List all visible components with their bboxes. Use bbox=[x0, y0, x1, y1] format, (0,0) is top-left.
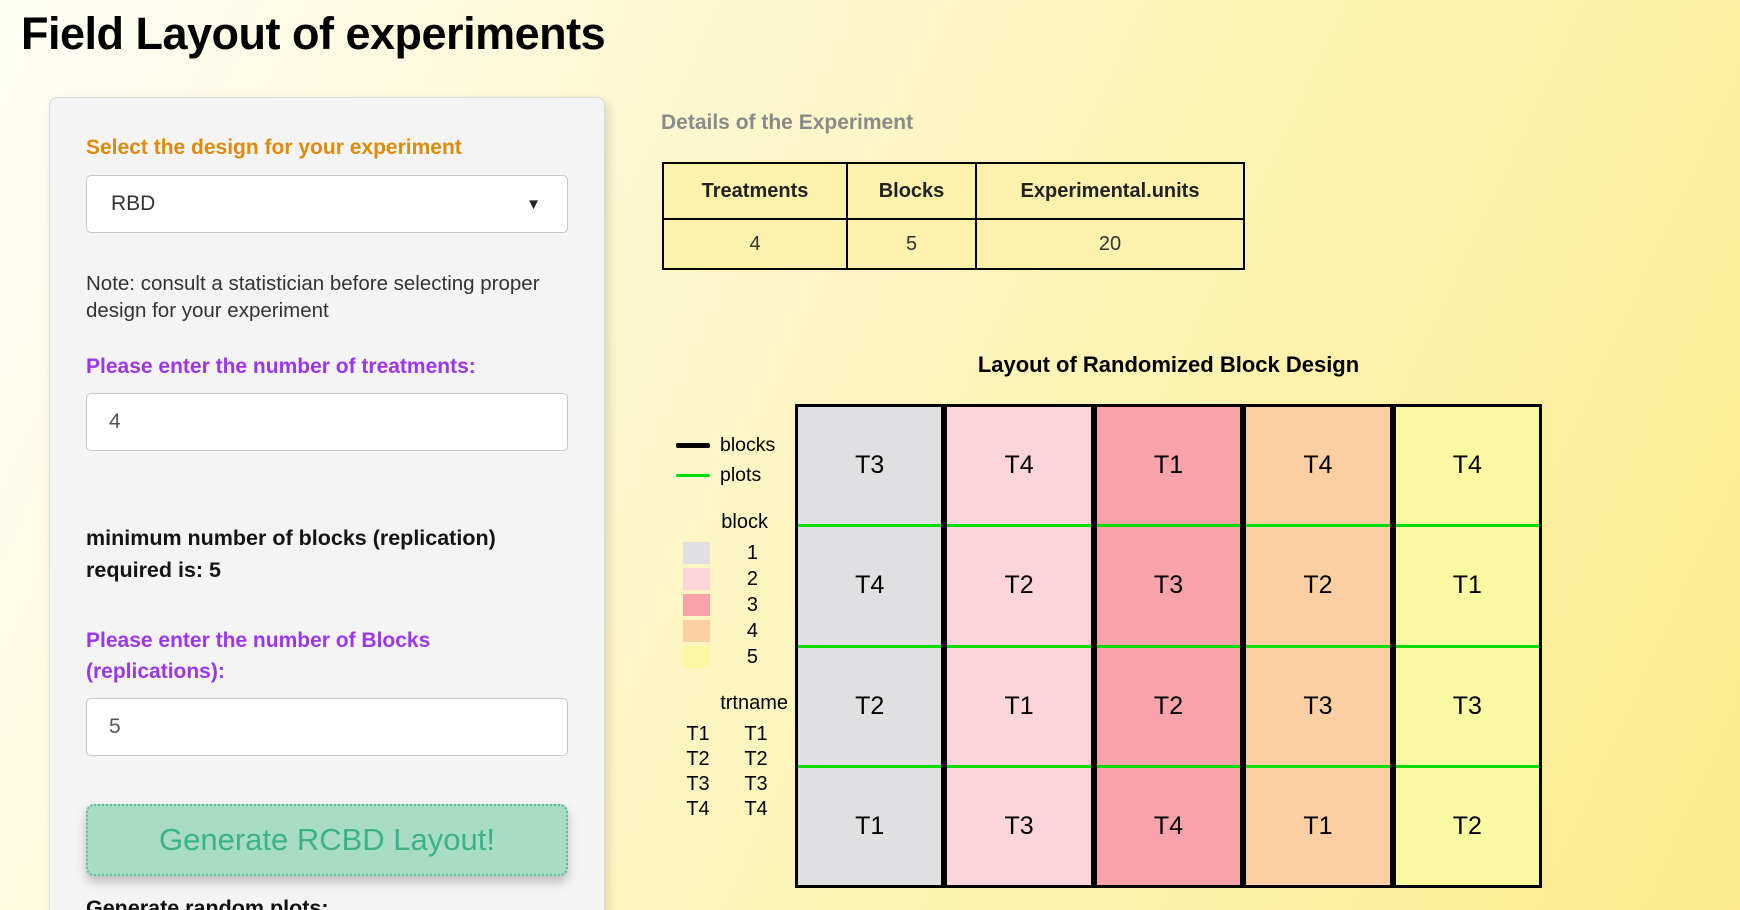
block-legend-item: 5 bbox=[683, 644, 773, 670]
plot-cell: T2 bbox=[1246, 524, 1390, 644]
plot-cell: T3 bbox=[855, 451, 885, 480]
block-column-1: T3 T4 T2 T1 bbox=[798, 407, 942, 885]
block-column-3: T1 T3 T2 T4 bbox=[1090, 407, 1241, 885]
treatments-input[interactable] bbox=[86, 392, 568, 451]
plot-cell: T1 bbox=[1395, 524, 1540, 644]
blocks-line-icon bbox=[676, 443, 710, 448]
col-header-treatments: Treatments bbox=[662, 162, 848, 220]
plot-cell: T4 bbox=[1004, 451, 1034, 480]
plot-cell: T4 bbox=[798, 524, 942, 644]
block-legend-number: 4 bbox=[746, 619, 758, 642]
block-2-swatch bbox=[683, 568, 710, 590]
trt-code: T4 bbox=[686, 798, 710, 820]
sidebar-panel: Select the design for your experiment RB… bbox=[49, 97, 605, 910]
chevron-down-icon: ▼ bbox=[526, 195, 541, 213]
treatments-label: Please enter the number of treatments: bbox=[86, 355, 476, 379]
plot-cell: T2 bbox=[798, 644, 942, 765]
trt-code: T1 bbox=[686, 723, 710, 745]
block-legend-item: 2 bbox=[683, 566, 773, 592]
rcbd-layout-grid: T3 T4 T2 T1 T4 T2 T1 T3 T1 T3 T2 T4 T4 T… bbox=[795, 404, 1542, 888]
trt-code: T3 bbox=[686, 773, 710, 795]
col-header-experimental-units: Experimental.units bbox=[975, 162, 1245, 220]
experimental-units-value-cell: 20 bbox=[975, 218, 1245, 270]
table-header-row: Treatments Blocks Experimental.units bbox=[662, 162, 1245, 220]
statistician-note: Note: consult a statistician before sele… bbox=[86, 272, 540, 322]
legend-item-blocks: blocks bbox=[676, 434, 775, 457]
block-legend-number: 5 bbox=[746, 645, 758, 668]
plot-cell: T3 bbox=[947, 764, 1091, 885]
blocks-input[interactable] bbox=[86, 698, 568, 757]
trt-name: T4 bbox=[744, 798, 768, 820]
block-legend-title: block bbox=[721, 511, 768, 533]
col-header-blocks: Blocks bbox=[846, 162, 977, 220]
block-legend-item: 1 bbox=[683, 540, 773, 566]
plot-cell: T1 bbox=[947, 644, 1091, 765]
plot-cell: T1 bbox=[1153, 451, 1184, 480]
trt-code: T2 bbox=[686, 748, 710, 770]
trtname-legend-title: trtname bbox=[720, 692, 788, 714]
block-5-swatch bbox=[683, 646, 710, 668]
plot-title: Layout of Randomized Block Design bbox=[977, 352, 1360, 377]
trtname-row: T2 T2 bbox=[676, 748, 788, 773]
treatments-value-cell: 4 bbox=[662, 218, 848, 270]
min-blocks-text: minimum number of blocks (replication) r… bbox=[86, 525, 496, 582]
block-1-swatch bbox=[683, 542, 710, 564]
trt-name: T1 bbox=[744, 723, 768, 745]
plot-cell: T4 bbox=[1096, 764, 1241, 885]
block-legend-item: 3 bbox=[683, 592, 773, 618]
trtname-row: T3 T3 bbox=[676, 773, 788, 798]
block-legend-number: 3 bbox=[746, 593, 758, 616]
plot-cell: T2 bbox=[1395, 764, 1540, 885]
block-legend-number: 1 bbox=[746, 541, 758, 564]
block-column-5: T4 T1 T3 T2 bbox=[1389, 407, 1540, 885]
block-3-swatch bbox=[683, 594, 710, 616]
plot-cell: T2 bbox=[1096, 644, 1241, 765]
plot-cell: T4 bbox=[1452, 451, 1482, 480]
plot-cell: T2 bbox=[947, 524, 1091, 644]
plot-cell: T3 bbox=[1246, 644, 1390, 765]
page-title: Field Layout of experiments bbox=[21, 8, 606, 59]
legend-label: plots bbox=[720, 464, 762, 486]
experiment-details-table: Treatments Blocks Experimental.units 4 5… bbox=[662, 162, 1245, 270]
trtname-row: T1 T1 bbox=[676, 723, 788, 748]
legend-label: blocks bbox=[720, 434, 776, 456]
legend-item-plots: plots bbox=[676, 464, 775, 487]
block-4-swatch bbox=[683, 620, 710, 642]
block-color-legend: block 1 2 3 4 5 bbox=[683, 511, 773, 670]
plot-cell: T1 bbox=[1246, 764, 1390, 885]
trt-name: T2 bbox=[744, 748, 768, 770]
design-select-value: RBD bbox=[111, 192, 156, 215]
blocks-label: Please enter the number of Blocks (repli… bbox=[86, 629, 431, 683]
trt-name: T3 bbox=[744, 773, 768, 795]
blocks-value-cell: 5 bbox=[846, 218, 977, 270]
generate-rcbd-button[interactable]: Generate RCBD Layout! bbox=[86, 804, 568, 877]
plot-cell: T3 bbox=[1395, 644, 1540, 765]
details-heading: Details of the Experiment bbox=[661, 111, 914, 134]
design-select-label: Select the design for your experiment bbox=[86, 136, 462, 159]
block-legend-number: 2 bbox=[746, 567, 758, 590]
block-column-4: T4 T2 T3 T1 bbox=[1240, 407, 1390, 885]
plot-cell: T4 bbox=[1303, 451, 1333, 480]
table-value-row: 4 5 20 bbox=[662, 218, 1245, 270]
plot-cell: T3 bbox=[1096, 524, 1241, 644]
random-plots-label: Generate random plots: bbox=[86, 896, 329, 910]
treatment-name-legend: trtname T1 T1 T2 T2 T3 T3 T4 T4 bbox=[676, 692, 788, 823]
plots-line-icon bbox=[676, 474, 710, 477]
design-select-dropdown[interactable]: RBD ▼ bbox=[86, 175, 568, 233]
plot-cell: T1 bbox=[798, 764, 942, 885]
line-legend: blocks plots bbox=[676, 434, 775, 494]
block-legend-item: 4 bbox=[683, 618, 773, 644]
block-column-2: T4 T2 T1 T3 bbox=[941, 407, 1091, 885]
trtname-row: T4 T4 bbox=[676, 798, 788, 823]
